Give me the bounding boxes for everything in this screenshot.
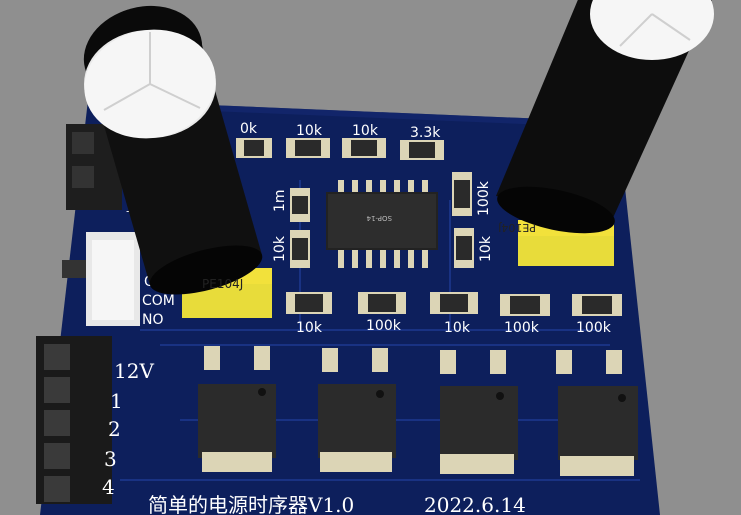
resistor-row-main xyxy=(286,292,622,316)
board-title: 简单的电源时序器V1.0 xyxy=(148,493,354,515)
resistor-label-row-3: 10k xyxy=(444,320,471,336)
capacitor-right-label: PE104J xyxy=(498,221,536,234)
resistor-label-top-2: 10k xyxy=(352,123,379,139)
board-date: 2022.6.14 xyxy=(424,493,526,515)
header-label-4: 4 xyxy=(102,475,115,499)
resistor-label-top-partial: 0k xyxy=(240,121,258,137)
mosfet-2 xyxy=(318,348,396,472)
ic-sop14: SOP-14 xyxy=(326,180,438,268)
header-label-12v: 12V xyxy=(114,359,154,383)
copper-traces xyxy=(120,180,640,481)
resistor-label-row-1: 10k xyxy=(296,320,323,336)
resistor-row-top xyxy=(236,138,444,160)
resistor-mid-right xyxy=(452,172,474,268)
relay-label-com: COM xyxy=(142,293,175,309)
resistor-label-top-1: 10k xyxy=(296,123,323,139)
resistor-label-row-5: 100k xyxy=(576,320,612,336)
resistor-label-100k-right: 100k xyxy=(476,180,492,216)
capacitor-right xyxy=(496,0,714,266)
resistor-label-1m: 1m xyxy=(272,189,288,212)
capacitor-left-label: PE104J xyxy=(202,277,243,291)
ic-label: SOP-14 xyxy=(366,214,392,222)
header-label-2: 2 xyxy=(108,417,121,441)
resistor-label-row-2: 100k xyxy=(366,318,402,334)
mosfet-4 xyxy=(556,350,638,476)
resistor-label-10k-right: 10k xyxy=(478,235,494,262)
resistor-label-row-4: 100k xyxy=(504,320,540,336)
mosfet-1 xyxy=(198,346,276,472)
pin-header-power xyxy=(36,336,112,504)
capacitor-left xyxy=(83,5,272,318)
header-label-1: 1 xyxy=(110,389,123,413)
resistor-label-10k-left: 10k xyxy=(272,235,288,262)
relay-label-no: NO xyxy=(142,312,164,328)
relay-switch xyxy=(62,232,140,326)
mosfet-3 xyxy=(440,350,518,474)
resistor-label-top-4: 3.3k xyxy=(410,125,441,141)
resistor-mid-left xyxy=(290,188,310,268)
header-label-3: 3 xyxy=(104,447,117,471)
